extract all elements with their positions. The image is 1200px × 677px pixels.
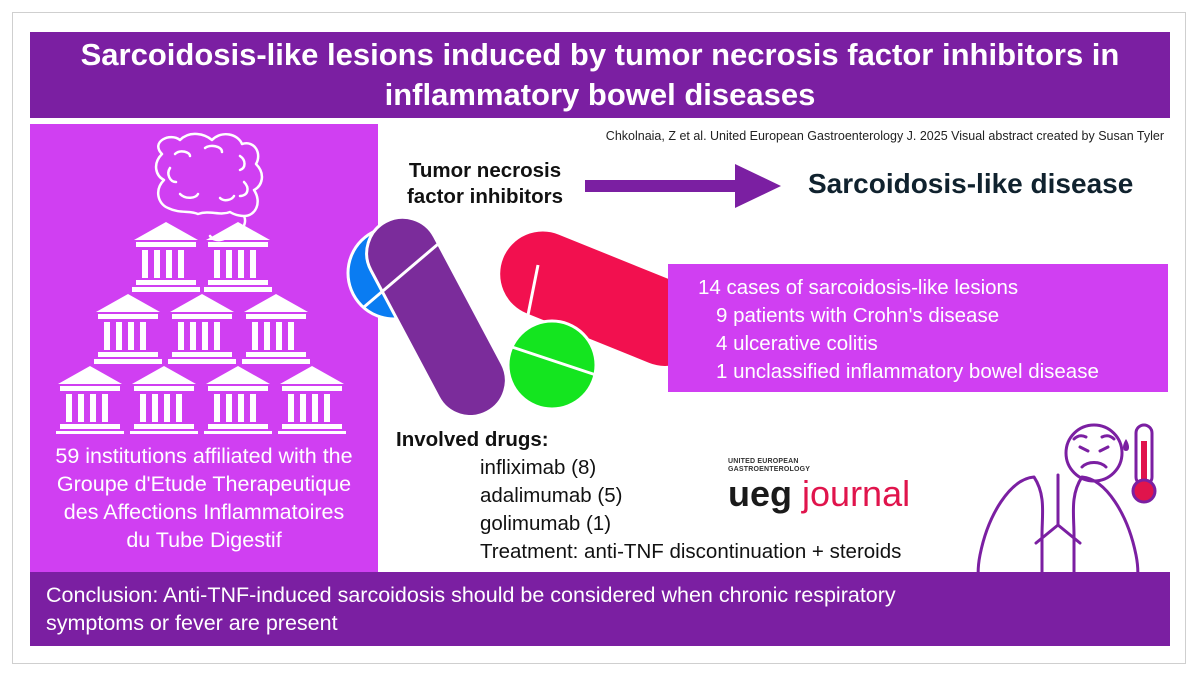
drug-item: adalimumab (5) <box>480 484 623 507</box>
institution-building-icon <box>204 222 272 292</box>
sarcoidosis-label: Sarcoidosis-like disease <box>808 168 1134 199</box>
logo-journal-word: journal <box>802 473 911 514</box>
colon-icon <box>154 132 264 242</box>
arrow-right-icon <box>585 164 781 208</box>
institution-building-icon <box>204 366 272 436</box>
cases-headline: 14 cases of sarcoidosis-like lesions <box>698 276 1019 299</box>
conclusion-line-2: symptoms or fever are present <box>46 611 338 635</box>
institution-building-icon <box>168 294 236 364</box>
cases-item: 4 ulcerative colitis <box>716 332 878 355</box>
logo-small-line-1: UNITED EUROPEAN <box>728 458 799 465</box>
institution-building-icon <box>56 366 124 436</box>
institutions-line: Groupe d'Etude Therapeutique <box>56 472 352 496</box>
institutions-illustration <box>56 132 346 436</box>
tnf-inhibitors-label: Tumor necrosis factor inhibitors <box>385 158 585 210</box>
cases-item: 1 unclassified inflammatory bowel diseas… <box>716 360 1099 383</box>
tnf-label-line-1: Tumor necrosis <box>408 159 562 182</box>
drug-item: infliximab (8) <box>480 456 597 479</box>
sweat-drop-icon <box>1123 439 1129 451</box>
treatment-text: Treatment: anti-TNF discontinuation + st… <box>480 540 902 563</box>
purple-capsule-icon <box>365 215 508 415</box>
institution-building-icon <box>94 294 162 364</box>
logo-small-line-2: GASTROENTEROLOGY <box>728 466 811 473</box>
cases-item: 9 patients with Crohn's disease <box>716 304 1000 327</box>
conclusion-banner: Conclusion: Anti-TNF-induced sarcoidosis… <box>30 572 1170 646</box>
institutions-line: du Tube Digestif <box>126 528 282 552</box>
cases-box: 14 cases of sarcoidosis-like lesions 9 p… <box>668 264 1168 392</box>
drug-item: golimumab (1) <box>480 512 612 535</box>
institutions-line: 59 institutions affiliated with the <box>55 444 353 468</box>
page-frame <box>12 12 1186 664</box>
institution-building-icon <box>242 294 310 364</box>
drugs-list: Involved drugs: infliximab (8) adalimuma… <box>396 426 901 566</box>
title-banner: Sarcoidosis-like lesions induced by tumo… <box>30 32 1170 118</box>
logo-ueg-word: ueg <box>728 473 793 514</box>
title-line-1: Sarcoidosis-like lesions induced by tumo… <box>80 37 1120 72</box>
title-line-2: inflammatory bowel diseases <box>384 77 816 112</box>
sick-face-icon <box>1064 423 1124 483</box>
institutions-text: 59 institutions affiliated with the Grou… <box>30 442 378 554</box>
green-pill-icon <box>506 319 598 411</box>
tnf-label-line-2: factor inhibitors <box>406 185 564 208</box>
institution-building-icon <box>130 366 198 436</box>
citation: Chkolnaia, Z et al. United European Gast… <box>605 129 1164 143</box>
pills-icon <box>346 215 711 415</box>
drugs-heading: Involved drugs: <box>396 428 549 451</box>
thermometer-icon <box>1131 423 1157 504</box>
institutions-panel: 59 institutions affiliated with the Grou… <box>30 124 378 572</box>
conclusion-line-1: Conclusion: Anti-TNF-induced sarcoidosis… <box>46 583 896 607</box>
ueg-journal-logo: UNITED EUROPEAN GASTROENTEROLOGY ueg jou… <box>728 458 910 514</box>
institutions-line: des Affections Inflammatoires <box>63 500 345 524</box>
institution-building-icon <box>132 222 200 292</box>
institution-building-icon <box>278 366 346 436</box>
